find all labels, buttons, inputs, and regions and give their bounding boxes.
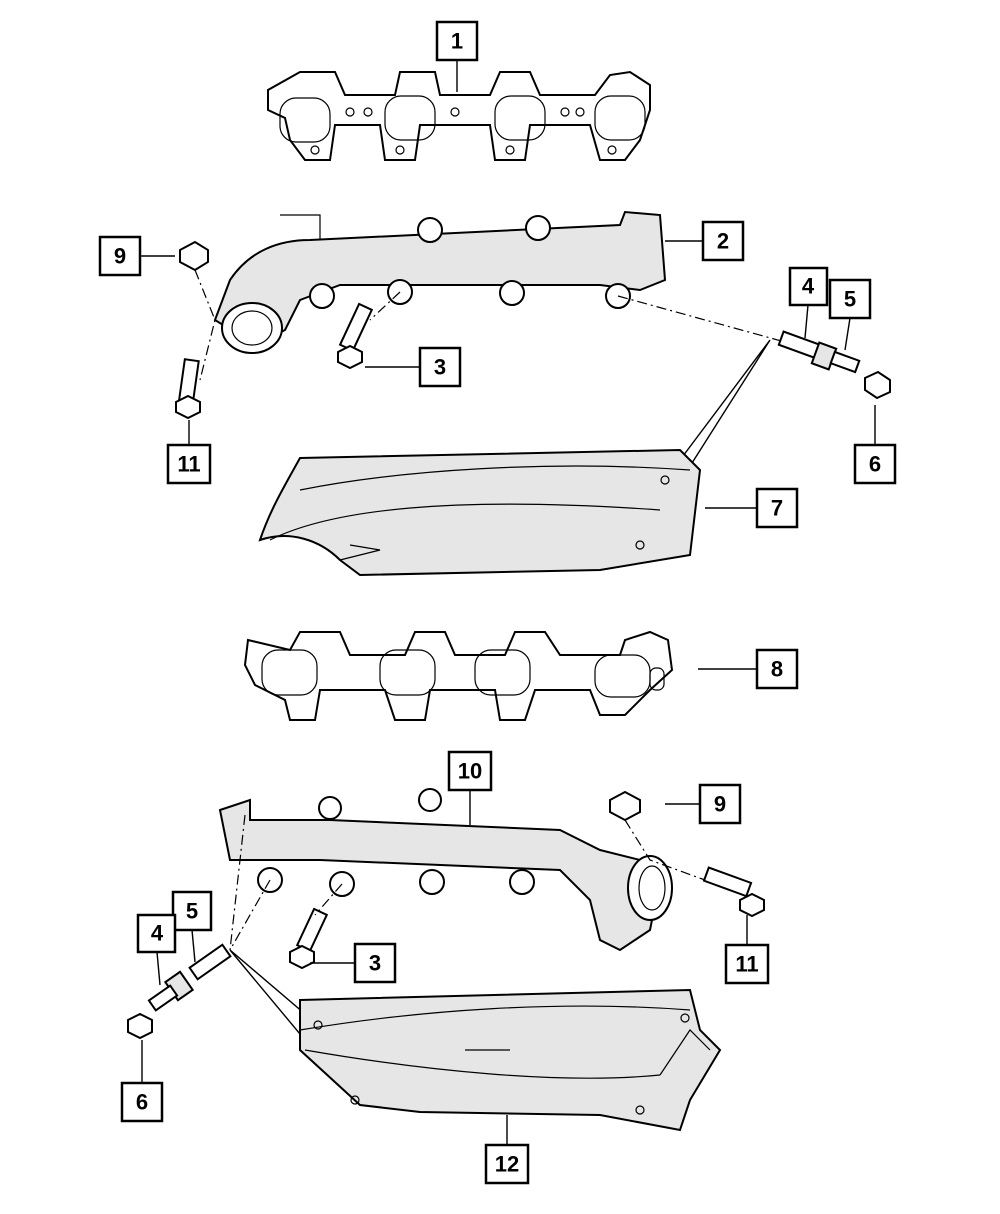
nut-9-lower: [609, 790, 641, 822]
callout-6-lower: 6: [120, 1081, 164, 1123]
callout-8: 8: [755, 648, 799, 690]
nut-9-upper: [179, 240, 209, 272]
callout-9-lower: 9: [698, 783, 742, 825]
callout-label: 6: [136, 1090, 148, 1115]
lower-gasket: [243, 630, 674, 721]
stud-4-5-lower: [127, 943, 232, 1040]
callout-label: 5: [844, 287, 856, 312]
bolt-3-lower: [295, 907, 329, 953]
right-exhaust-manifold: [213, 210, 667, 354]
leader-lines: [140, 60, 876, 1145]
callout-label: 3: [434, 355, 446, 380]
callout-12: 12: [484, 1143, 530, 1185]
callout-label: 2: [717, 229, 729, 254]
stud-4-5-upper: [777, 330, 891, 400]
callout-label: 9: [114, 244, 126, 269]
callout-label: 4: [802, 274, 815, 299]
callout-3-lower: 3: [353, 942, 397, 984]
callout-11-upper: 11: [166, 443, 212, 485]
upper-gasket: [267, 70, 651, 161]
callout-4-upper: 4: [788, 266, 829, 307]
callout-label: 10: [458, 759, 482, 784]
callout-label: 6: [869, 452, 881, 477]
callout-1: 1: [435, 20, 479, 62]
callout-label: 7: [771, 496, 783, 521]
callout-label: 12: [495, 1152, 519, 1177]
callout-label: 11: [735, 952, 758, 977]
callout-label: 4: [151, 921, 164, 946]
callout-3-upper: 3: [418, 346, 462, 388]
callout-label: 1: [451, 29, 463, 54]
callout-4-lower: 4: [136, 913, 177, 954]
callout-11-lower: 11: [724, 943, 770, 985]
lower-heat-shield: [299, 988, 722, 1132]
callout-5-upper: 5: [828, 278, 872, 320]
upper-heat-shield: [258, 448, 702, 577]
callout-2: 2: [701, 220, 745, 262]
bolt-11-lower: [702, 866, 753, 898]
callout-label: 3: [369, 951, 381, 976]
callout-label: 11: [177, 452, 200, 477]
callout-7: 7: [755, 487, 799, 529]
left-exhaust-manifold: [218, 788, 673, 952]
callout-label: 8: [771, 657, 783, 682]
callout-label: 9: [714, 792, 726, 817]
callout-5-lower: 5: [171, 890, 213, 932]
callout-9-upper: 9: [98, 235, 142, 277]
callout-label: 5: [186, 899, 198, 924]
callout-6-upper: 6: [853, 443, 897, 485]
callout-10: 10: [447, 750, 493, 792]
bolt-3-upper: [338, 302, 374, 352]
